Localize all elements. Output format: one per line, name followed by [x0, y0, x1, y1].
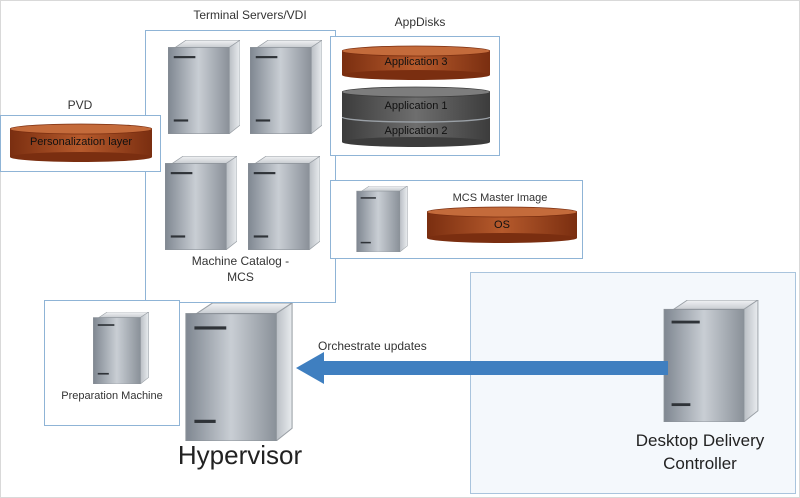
- application-3-disk: [342, 45, 490, 80]
- server-icon: [92, 312, 150, 384]
- server-icon: [250, 40, 322, 134]
- application-2-label: Application 2: [384, 125, 448, 137]
- server-icon: [248, 156, 320, 250]
- application-1-label: Application 1: [384, 100, 448, 112]
- personalization-layer-disk: [10, 123, 152, 162]
- server-icon: [660, 300, 762, 422]
- personalization-layer-label: Personalization layer: [29, 136, 133, 148]
- pvd-label: PVD: [67, 98, 93, 112]
- hypervisor-label: Hypervisor: [177, 440, 303, 470]
- machine-catalog-label-line1: Machine Catalog -: [191, 254, 290, 268]
- ddc-label-line1: Desktop Delivery: [635, 431, 765, 450]
- application-1-2-disk: [342, 86, 490, 147]
- application-3-label: Application 3: [384, 56, 448, 68]
- terminal-servers-label: Terminal Servers/VDI: [193, 8, 307, 22]
- preparation-machine-label: Preparation Machine: [61, 390, 163, 402]
- server-icon: [165, 156, 237, 250]
- os-label: OS: [494, 219, 510, 231]
- ddc-label-line2: Controller: [663, 454, 737, 473]
- server-icon: [355, 186, 409, 252]
- server-icon: [168, 40, 240, 134]
- hypervisor-server-icon: [180, 303, 298, 441]
- appdisks-label: AppDisks: [394, 15, 446, 29]
- machine-catalog-label-line2: MCS: [227, 270, 254, 284]
- orchestrate-updates-label: Orchestrate updates: [318, 339, 427, 353]
- mcs-master-image-label: MCS Master Image: [452, 192, 548, 204]
- os-disk: [427, 206, 577, 243]
- orchestrate-updates-arrow: [296, 352, 668, 384]
